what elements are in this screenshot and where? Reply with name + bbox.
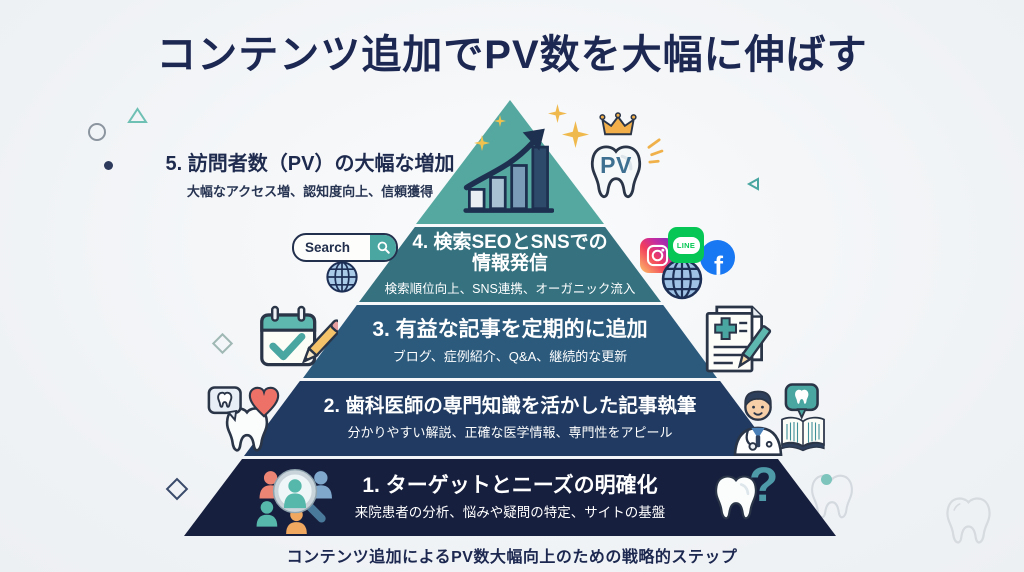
tooth-question-icon xyxy=(715,475,757,520)
level1-heading: 1. ターゲットとニーズの明確化 xyxy=(362,473,658,497)
level3-subtitle: ブログ、症例紹介、Q&A、継続的な更新 xyxy=(392,348,628,364)
tooth-icon xyxy=(225,407,269,452)
tooth-watermark-icon xyxy=(946,497,991,544)
question-mark: ? xyxy=(749,459,779,512)
tooth-watermark-icon xyxy=(811,474,853,519)
search-badge: Search xyxy=(292,233,398,262)
level2-heading: 2. 歯科医師の専門知識を活かした記事執筆 xyxy=(323,395,697,418)
level5-subtitle: 大幅なアクセス増、認知度向上、信頼獲得 xyxy=(186,184,434,199)
sparkle-icon xyxy=(562,121,589,148)
facebook-label: f xyxy=(714,251,723,275)
level4-subtitle: 検索順位向上、SNS連携、オーガニック流入 xyxy=(384,282,636,297)
line-icon: LINE xyxy=(668,227,704,263)
page-title: コンテンツ追加でPV数を大幅に伸ばす xyxy=(156,33,868,77)
search-label: Search xyxy=(305,240,351,255)
sparkle-icon xyxy=(494,115,506,127)
diamond-deco-icon xyxy=(211,332,234,355)
dot-deco-icon xyxy=(104,161,113,170)
triangle-deco-icon xyxy=(746,177,759,191)
pv-label: PV xyxy=(600,152,632,178)
sparkle-icon xyxy=(474,135,490,151)
level3-heading: 3. 有益な記事を定期的に追加 xyxy=(372,318,648,342)
pyramid-level3: 3. 有益な記事を定期的に追加 ブログ、症例紹介、Q&A、継続的な更新 xyxy=(303,305,717,378)
level1-subtitle: 来院患者の分析、悩みや疑問の特定、サイトの基盤 xyxy=(354,505,666,521)
dentist-icon xyxy=(733,390,783,456)
crown-icon xyxy=(599,112,637,136)
level5-heading: 5. 訪問者数（PV）の大幅な増加 xyxy=(165,153,455,175)
growth-chart-icon xyxy=(463,128,554,213)
calendar-pencil-icon xyxy=(260,305,338,367)
level4-heading: 4. 検索SEOとSNSでの情報発信 xyxy=(412,231,608,274)
rays-icon xyxy=(647,138,664,164)
globe-icon xyxy=(326,261,358,293)
triangle-deco-icon xyxy=(127,107,148,123)
medical-article-icon xyxy=(705,305,772,373)
sparkle-icon xyxy=(548,104,567,123)
tooth-spot-icon xyxy=(821,474,832,485)
search-icon xyxy=(370,235,396,260)
level5-text-block: 5. 訪問者数（PV）の大幅な増加 大幅なアクセス増、認知度向上、信頼獲得 xyxy=(152,147,468,200)
audience-search-icon xyxy=(256,468,332,534)
diamond-deco-icon xyxy=(165,477,189,501)
level2-subtitle: 分かりやすい解説、正確な医学情報、専門性をアピール xyxy=(347,424,673,440)
tooth-chat-bubble-icon xyxy=(784,383,819,420)
pyramid-level2: 2. 歯科医師の専門知識を活かした記事執筆 分かりやすい解説、正確な医学情報、専… xyxy=(244,381,776,456)
pyramid-level4: 4. 検索SEOとSNSでの情報発信 検索順位向上、SNS連携、オーガニック流入 xyxy=(359,227,661,302)
circle-deco-icon xyxy=(88,123,106,141)
line-label: LINE xyxy=(672,236,700,254)
heart-icon xyxy=(248,386,280,418)
open-book-icon xyxy=(781,416,825,452)
pv-tooth-icon xyxy=(590,145,642,198)
tooth-chat-bubble-icon xyxy=(207,386,242,423)
facebook-icon: f xyxy=(700,240,735,275)
globe-icon xyxy=(661,258,703,300)
footer-caption: コンテンツ追加によるPV数大幅向上のための戦略的ステップ xyxy=(286,549,738,566)
